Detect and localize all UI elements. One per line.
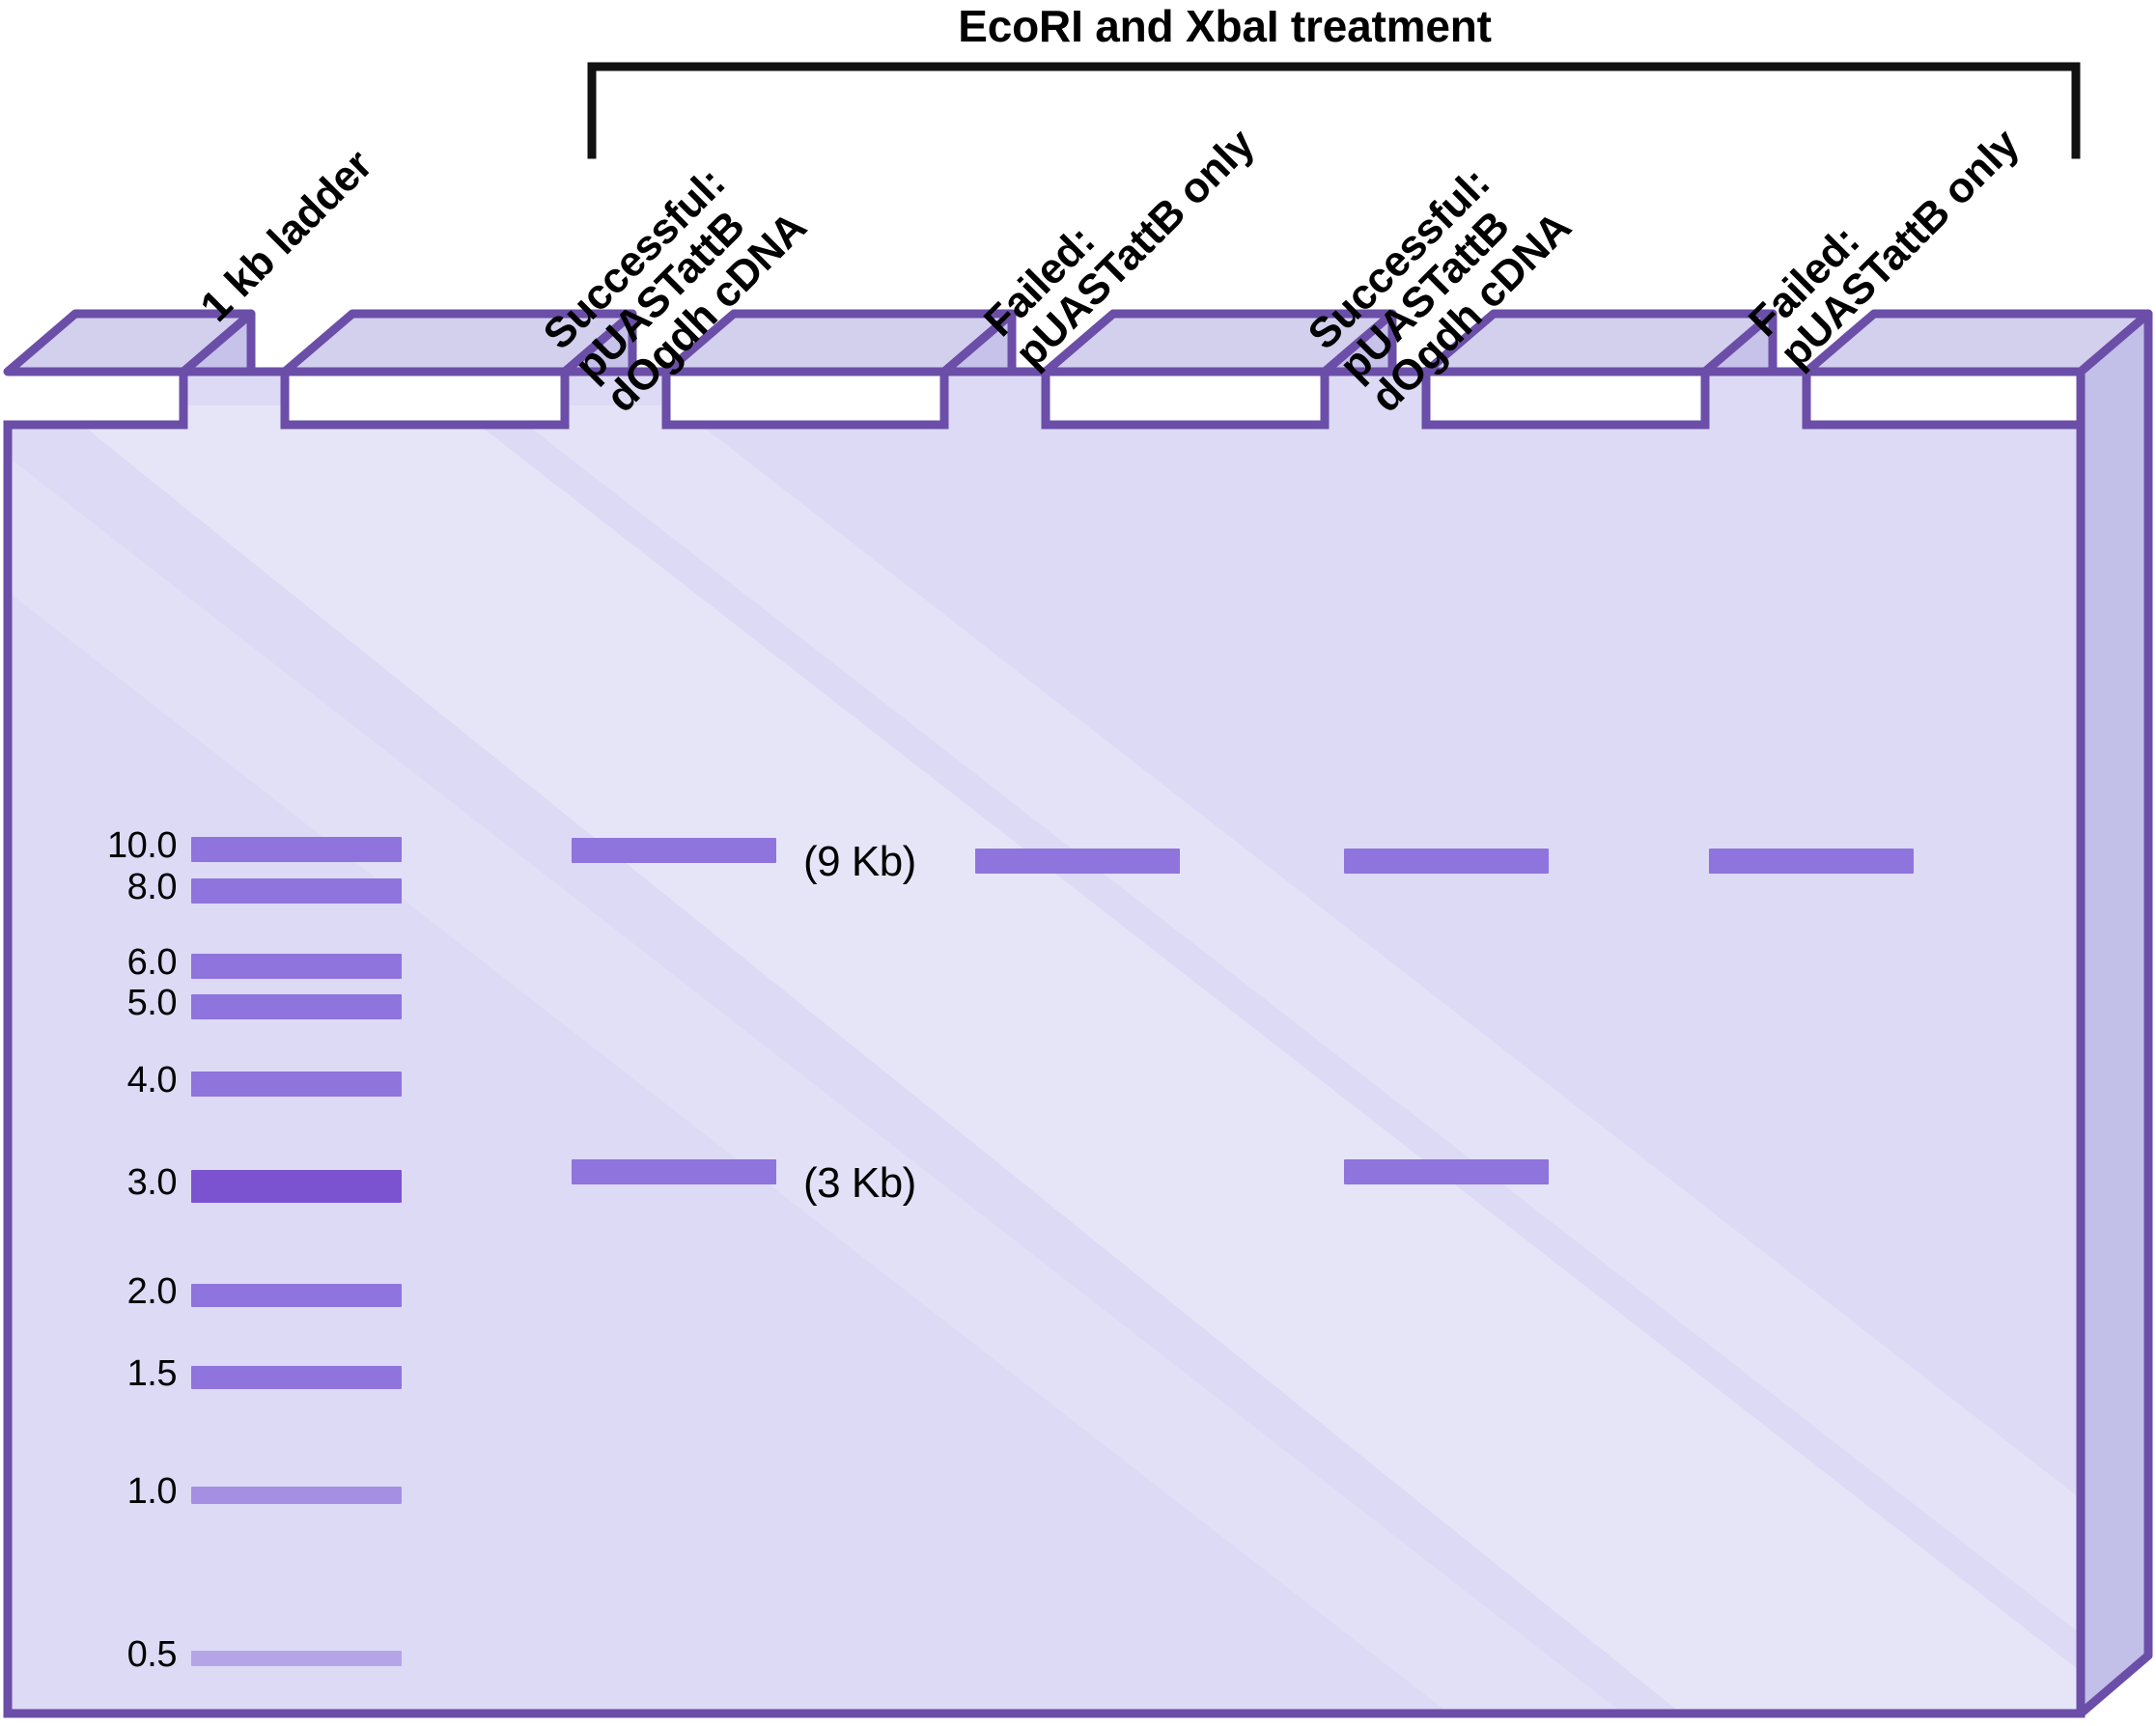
gel-shine [8, 405, 2081, 1713]
treatment-bracket [587, 62, 2081, 159]
gel-right-face [2076, 309, 2153, 1718]
bracket-title: EcoRI and XbaI treatment [0, 0, 2156, 52]
gel-front-outline [3, 367, 2086, 1718]
gel-top-faces [3, 309, 2153, 376]
bracket-title-text: EcoRI and XbaI treatment [958, 1, 1492, 51]
bracket-path [587, 62, 2081, 159]
